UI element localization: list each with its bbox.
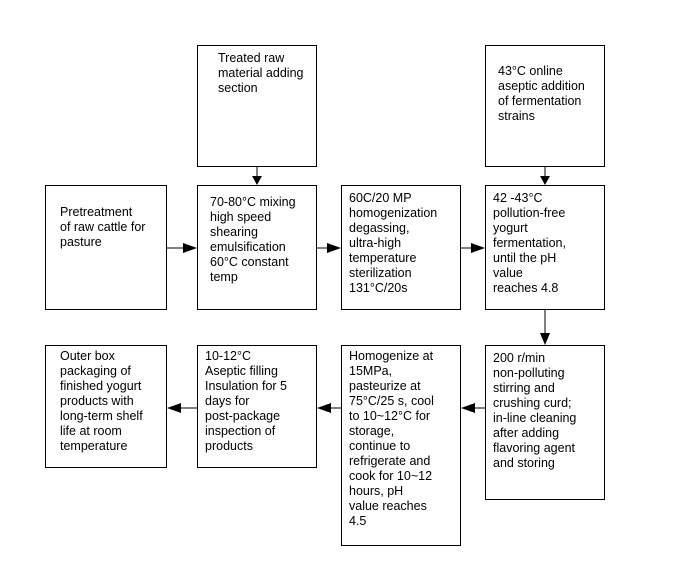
raw-material-section-box: Treated raw material adding section (197, 45, 317, 167)
pasteurize-box: Homogenize at 15MPa, pasteurize at 75°C/… (341, 345, 461, 546)
mixing-box: 70-80°C mixing high speed shearing emuls… (197, 185, 317, 310)
stirring-box: 200 r/min non-polluting stirring and cru… (485, 345, 605, 500)
arrowhead-mixing-to-homogenization (327, 243, 341, 253)
arrowhead-pasteurize-to-filling (317, 403, 331, 413)
arrowhead-raw-to-mixing (252, 176, 262, 185)
arrowhead-stirring-to-pasteurize (461, 403, 475, 413)
arrowhead-homogenization-to-fermentation (471, 243, 485, 253)
fermentation-box: 42 -43°C pollution-free yogurt fermentat… (485, 185, 605, 310)
packaging-box: Outer box packaging of finished yogurt p… (45, 345, 167, 468)
strain-addition-box: 43°C online aseptic addition of fermenta… (485, 45, 605, 167)
pretreatment-box: Pretreatment of raw cattle for pasture (45, 185, 167, 310)
homogenization-box: 60C/20 MP homogenization degassing, ultr… (341, 185, 461, 310)
arrowhead-strain-to-fermentation (540, 176, 550, 185)
arrowhead-fermentation-to-stirring (540, 333, 550, 345)
filling-box: 10-12°C Aseptic filling Insulation for 5… (197, 345, 317, 468)
arrowhead-filling-to-packaging (167, 403, 181, 413)
arrowhead-pretreatment-to-mixing (183, 243, 197, 253)
